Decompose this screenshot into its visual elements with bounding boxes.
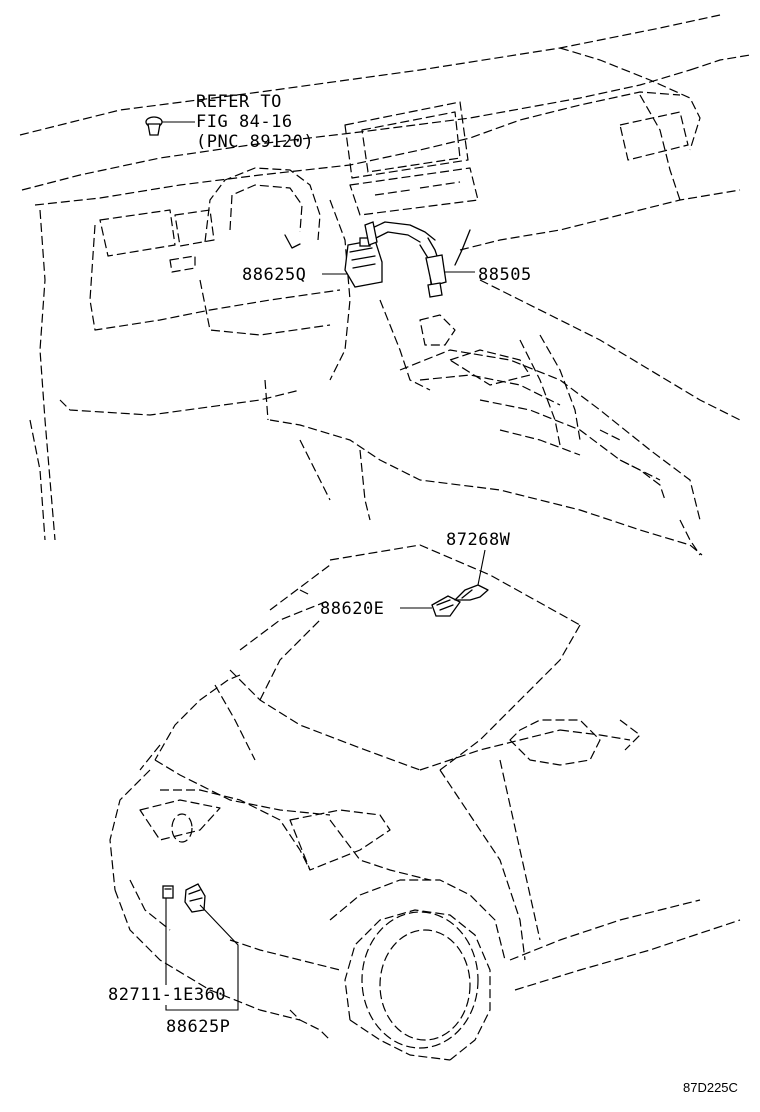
label-88625P: 88625P xyxy=(166,1017,230,1037)
sensor-88620E xyxy=(431,595,461,617)
arrow-88625Q xyxy=(284,234,301,249)
clip-82711-1E360 xyxy=(162,885,174,899)
label-88620E: 88620E xyxy=(320,599,384,619)
bracket-87268W xyxy=(454,584,489,601)
refer-line3: (PNC 89120) xyxy=(196,132,314,152)
refer-line2: FIG 84-16 xyxy=(196,112,293,132)
car-outline xyxy=(109,544,741,1061)
leader-87268W xyxy=(477,549,486,586)
figure-code: 87D225C xyxy=(683,1080,738,1095)
label-87268W: 87268W xyxy=(446,530,511,550)
sensor-88625Q xyxy=(344,237,383,288)
harness-88505 xyxy=(364,221,471,298)
label-82711-1E360: 82711-1E360 xyxy=(108,985,226,1005)
label-88625Q: 88625Q xyxy=(242,265,306,285)
refer-line1: REFER TO xyxy=(196,92,282,112)
leader-88625P xyxy=(165,904,239,1011)
label-88505: 88505 xyxy=(478,265,532,285)
clip-89120 xyxy=(145,116,163,136)
dashboard-outline xyxy=(19,14,751,556)
